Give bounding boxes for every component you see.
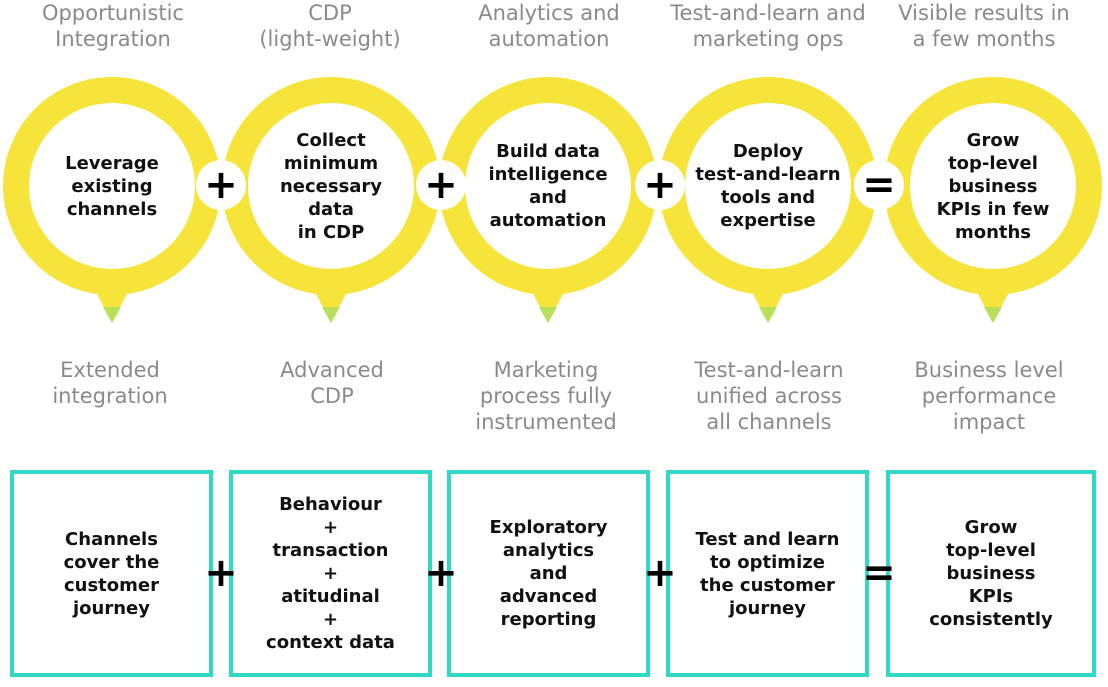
- box-5: Grow top-level business KPIs consistentl…: [886, 470, 1096, 677]
- ring-1: Leverage existing channels: [3, 77, 221, 323]
- bottom-header-2: Advanced CDP: [280, 358, 384, 408]
- top-operator-equals: =: [854, 160, 904, 210]
- box-1: Channels cover the customer journey: [10, 470, 213, 677]
- ring-3: Build data intelligence and automation: [439, 77, 657, 323]
- bottom-operator-equals: =: [862, 550, 896, 596]
- bottom-operator-plus-3: +: [643, 550, 677, 596]
- ring-2: Collect minimum necessary data in CDP: [222, 77, 440, 323]
- bottom-header-1: Extended integration: [52, 358, 168, 408]
- bottom-header-3: Marketing process fully instrumented: [475, 358, 617, 434]
- bottom-operator-plus-2: +: [424, 550, 458, 596]
- top-header-4: Test-and-learn and marketing ops: [670, 1, 866, 51]
- bottom-header-4: Test-and-learn unified across all channe…: [694, 358, 844, 434]
- top-header-5: Visible results in a few months: [898, 1, 1070, 51]
- bottom-operator-plus-1: +: [204, 550, 238, 596]
- top-header-1: Opportunistic Integration: [42, 1, 184, 51]
- top-operator-plus-1: +: [196, 160, 246, 210]
- top-operator-plus-2: +: [416, 160, 466, 210]
- ring-label: Build data intelligence and automation: [488, 141, 608, 231]
- box-4: Test and learn to optimize the customer …: [666, 470, 869, 677]
- ring-label: Leverage existing channels: [65, 152, 159, 220]
- ring-label: Collect minimum necessary data in CDP: [279, 129, 383, 243]
- top-operator-plus-3: +: [635, 160, 685, 210]
- ring-label: Grow top-level business KPIs in few mont…: [936, 129, 1050, 243]
- box-3: Exploratory analytics and advanced repor…: [447, 470, 650, 677]
- ring-4: Deploy test-and-learn tools and expertis…: [659, 77, 877, 323]
- bottom-header-5: Business level performance impact: [914, 358, 1064, 434]
- box-2: Behaviour + transaction + atitudinal + c…: [229, 470, 432, 677]
- ring-5: Grow top-level business KPIs in few mont…: [884, 77, 1102, 323]
- ring-label: Deploy test-and-learn tools and expertis…: [695, 141, 841, 231]
- top-header-2: CDP (light-weight): [259, 1, 401, 51]
- top-header-3: Analytics and automation: [478, 1, 620, 51]
